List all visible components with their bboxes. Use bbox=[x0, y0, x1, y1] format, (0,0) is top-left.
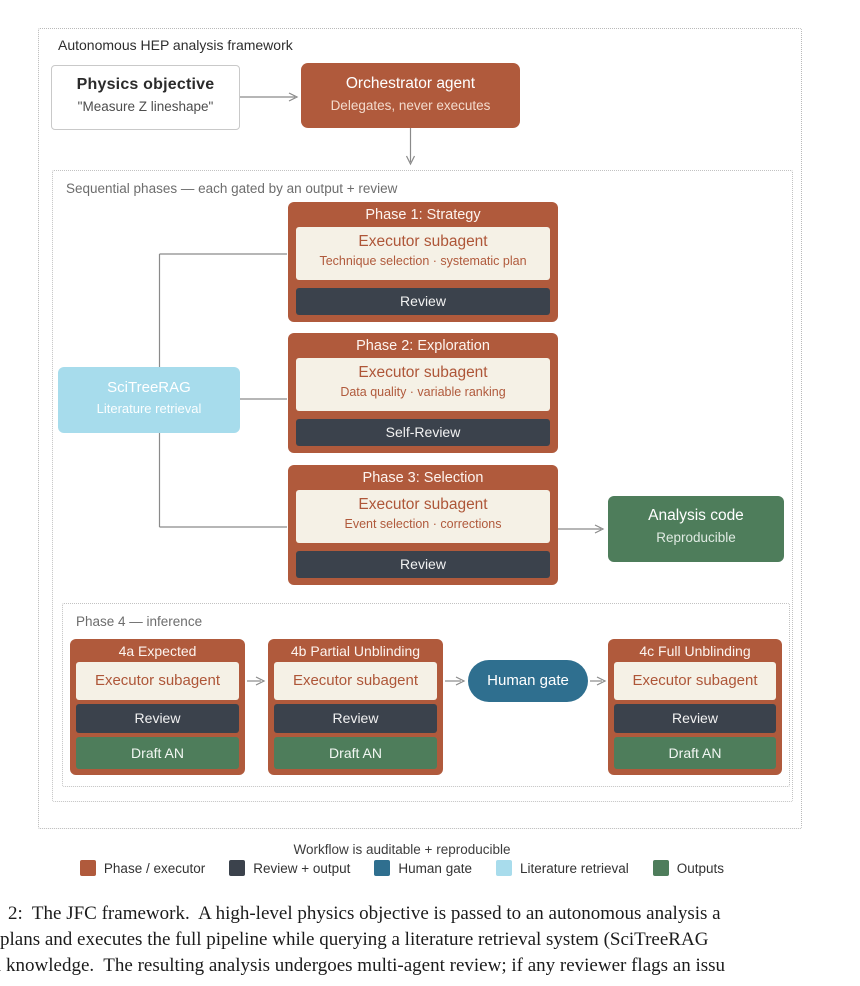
scitreerag-box: SciTreeRAG Literature retrieval bbox=[58, 367, 240, 433]
executor-subagent-label: Executor subagent bbox=[274, 662, 437, 700]
legend-item: Phase / executor bbox=[79, 860, 206, 876]
legend: Phase / executor Review + output Human g… bbox=[0, 860, 804, 876]
legend-label: Phase / executor bbox=[103, 860, 206, 876]
analysis-code-box: Analysis code Reproducible bbox=[608, 496, 784, 562]
legend-item: Literature retrieval bbox=[495, 860, 629, 876]
phase-3-review: Review bbox=[296, 551, 550, 578]
executor-subagent-label: Executor subagent bbox=[76, 662, 239, 700]
sequential-phases-label: Sequential phases — each gated by an out… bbox=[66, 181, 398, 196]
phase-2-review: Self-Review bbox=[296, 419, 550, 446]
physics-objective-subtitle: "Measure Z lineshape" bbox=[77, 99, 214, 114]
legend-item: Review + output bbox=[229, 860, 350, 876]
literature-retrieval-swatch-icon bbox=[495, 860, 512, 876]
phase-3-box: Phase 3: Selection Executor subagent Eve… bbox=[288, 465, 558, 585]
phase-1-detail: Technique selection · systematic plan bbox=[319, 254, 527, 268]
phase-2-detail: Data quality · variable ranking bbox=[340, 385, 506, 399]
sequential-phases-frame bbox=[52, 170, 793, 802]
phase-1-title: Phase 1: Strategy bbox=[365, 207, 481, 223]
human-gate-swatch-icon bbox=[374, 860, 391, 876]
phase-2-title: Phase 2: Exploration bbox=[356, 338, 490, 354]
stage-4a-output: Draft AN bbox=[76, 737, 239, 769]
caption-line: l knowledge. The resulting analysis unde… bbox=[0, 955, 726, 976]
phase-4-frame bbox=[62, 603, 790, 787]
figure-caption: 2: The JFC framework. A high-level physi… bbox=[0, 901, 860, 986]
caption-line: 2: The JFC framework. A high-level physi… bbox=[8, 903, 721, 924]
stage-4c-box: 4c Full Unblinding Executor subagent Rev… bbox=[608, 639, 782, 775]
scitreerag-subtitle: Literature retrieval bbox=[96, 401, 202, 416]
phase-2-executor-panel: Executor subagent Data quality · variabl… bbox=[296, 358, 550, 411]
phase-1-review: Review bbox=[296, 288, 550, 315]
phase-2-box: Phase 2: Exploration Executor subagent D… bbox=[288, 333, 558, 453]
physics-objective-title: Physics objective bbox=[76, 76, 215, 93]
stage-4a-title: 4a Expected bbox=[118, 643, 197, 659]
stage-4a-review: Review bbox=[76, 704, 239, 733]
phase-1-executor-panel: Executor subagent Technique selection · … bbox=[296, 227, 550, 280]
phase-3-executor-panel: Executor subagent Event selection · corr… bbox=[296, 490, 550, 543]
executor-subagent-label: Executor subagent bbox=[358, 364, 488, 381]
physics-objective-box: Physics objective "Measure Z lineshape" bbox=[51, 65, 240, 130]
phase-executor-swatch-icon bbox=[79, 860, 96, 876]
legend-label: Literature retrieval bbox=[519, 860, 629, 876]
stage-4c-title: 4c Full Unblinding bbox=[639, 643, 751, 659]
phase-3-title: Phase 3: Selection bbox=[362, 470, 484, 486]
orchestrator-subtitle: Delegates, never executes bbox=[330, 98, 491, 113]
caption-line: plans and executes the full pipeline whi… bbox=[0, 929, 709, 950]
analysis-code-title: Analysis code bbox=[648, 507, 744, 524]
phase-1-box: Phase 1: Strategy Executor subagent Tech… bbox=[288, 202, 558, 322]
framework-title: Autonomous HEP analysis framework bbox=[58, 37, 293, 53]
stage-4c-output: Draft AN bbox=[614, 737, 776, 769]
stage-4a-box: 4a Expected Executor subagent Review Dra… bbox=[70, 639, 245, 775]
legend-label: Review + output bbox=[253, 860, 351, 876]
stage-4b-title: 4b Partial Unblinding bbox=[290, 643, 421, 659]
orchestrator-agent-box: Orchestrator agent Delegates, never exec… bbox=[301, 63, 520, 128]
executor-subagent-label: Executor subagent bbox=[358, 233, 488, 250]
phase-3-detail: Event selection · corrections bbox=[344, 517, 502, 531]
analysis-code-subtitle: Reproducible bbox=[656, 530, 736, 545]
legend-label: Human gate bbox=[398, 860, 472, 876]
workflow-note: Workflow is auditable + reproducible bbox=[293, 842, 511, 857]
review-output-swatch-icon bbox=[229, 860, 246, 876]
executor-subagent-label: Executor subagent bbox=[358, 496, 488, 513]
framework-frame bbox=[38, 28, 802, 829]
outputs-swatch-icon bbox=[652, 860, 669, 876]
legend-item: Human gate bbox=[374, 860, 472, 876]
scitreerag-title: SciTreeRAG bbox=[107, 379, 191, 396]
stage-4c-review: Review bbox=[614, 704, 776, 733]
stage-4b-box: 4b Partial Unblinding Executor subagent … bbox=[268, 639, 443, 775]
orchestrator-title: Orchestrator agent bbox=[345, 75, 476, 92]
stage-4b-review: Review bbox=[274, 704, 437, 733]
human-gate-pill: Human gate bbox=[468, 660, 588, 702]
stage-4b-output: Draft AN bbox=[274, 737, 437, 769]
legend-label: Outputs bbox=[676, 860, 725, 876]
legend-item: Outputs bbox=[652, 860, 725, 876]
phase-4-label: Phase 4 — inference bbox=[76, 614, 203, 629]
executor-subagent-label: Executor subagent bbox=[614, 662, 776, 700]
